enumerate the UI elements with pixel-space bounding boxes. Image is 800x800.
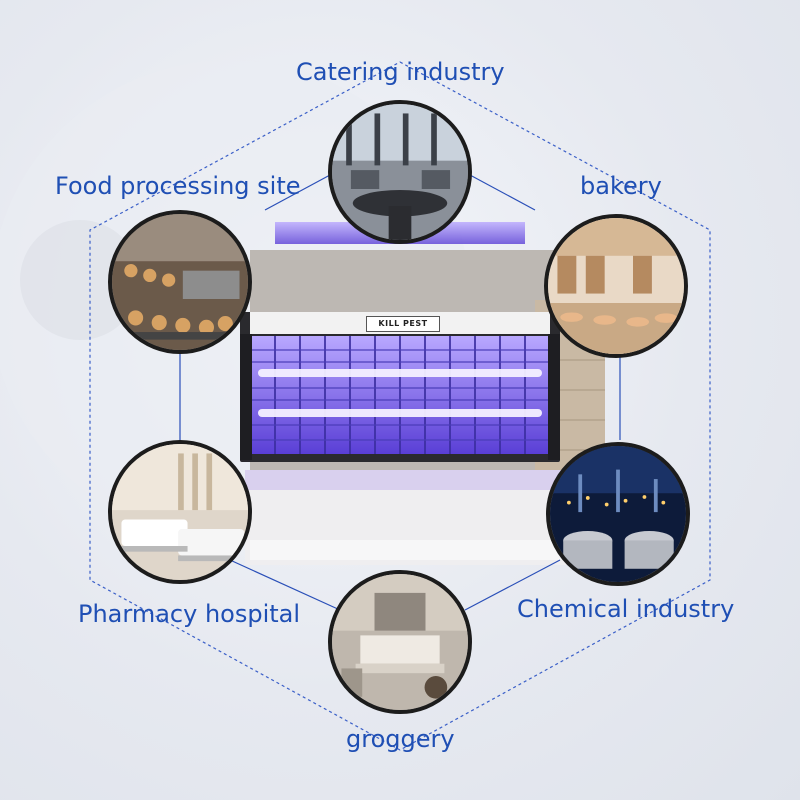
label-pharmacy-hospital: Pharmacy hospital xyxy=(78,600,301,628)
brand-plate: KILL PEST xyxy=(366,316,440,332)
label-catering-industry: Catering industry xyxy=(296,58,505,86)
refinery-icon xyxy=(550,446,686,582)
bakery-image xyxy=(544,214,688,358)
hospital-image xyxy=(108,440,252,584)
device-side-right xyxy=(548,334,560,460)
chemical-image xyxy=(546,442,690,586)
groggery-image xyxy=(328,570,472,714)
bakery-shop-icon xyxy=(548,218,684,354)
uv-tube-1 xyxy=(258,369,542,377)
factory-conveyor-icon xyxy=(112,214,248,350)
label-bakery: bakery xyxy=(580,172,662,200)
bg-blob xyxy=(20,220,140,340)
food-processing-image xyxy=(108,210,252,354)
hospital-bed-icon xyxy=(112,444,248,580)
restaurant-icon xyxy=(332,104,468,240)
hotel-room-icon xyxy=(332,574,468,710)
hexagon-outline xyxy=(89,61,711,751)
device-side-left xyxy=(240,334,252,460)
catering-image xyxy=(328,100,472,244)
uv-tube-2 xyxy=(258,409,542,417)
label-food-processing-site: Food processing site xyxy=(55,172,301,200)
label-chemical-industry: Chemical industry xyxy=(517,595,735,623)
label-groggery: groggery xyxy=(346,725,455,753)
